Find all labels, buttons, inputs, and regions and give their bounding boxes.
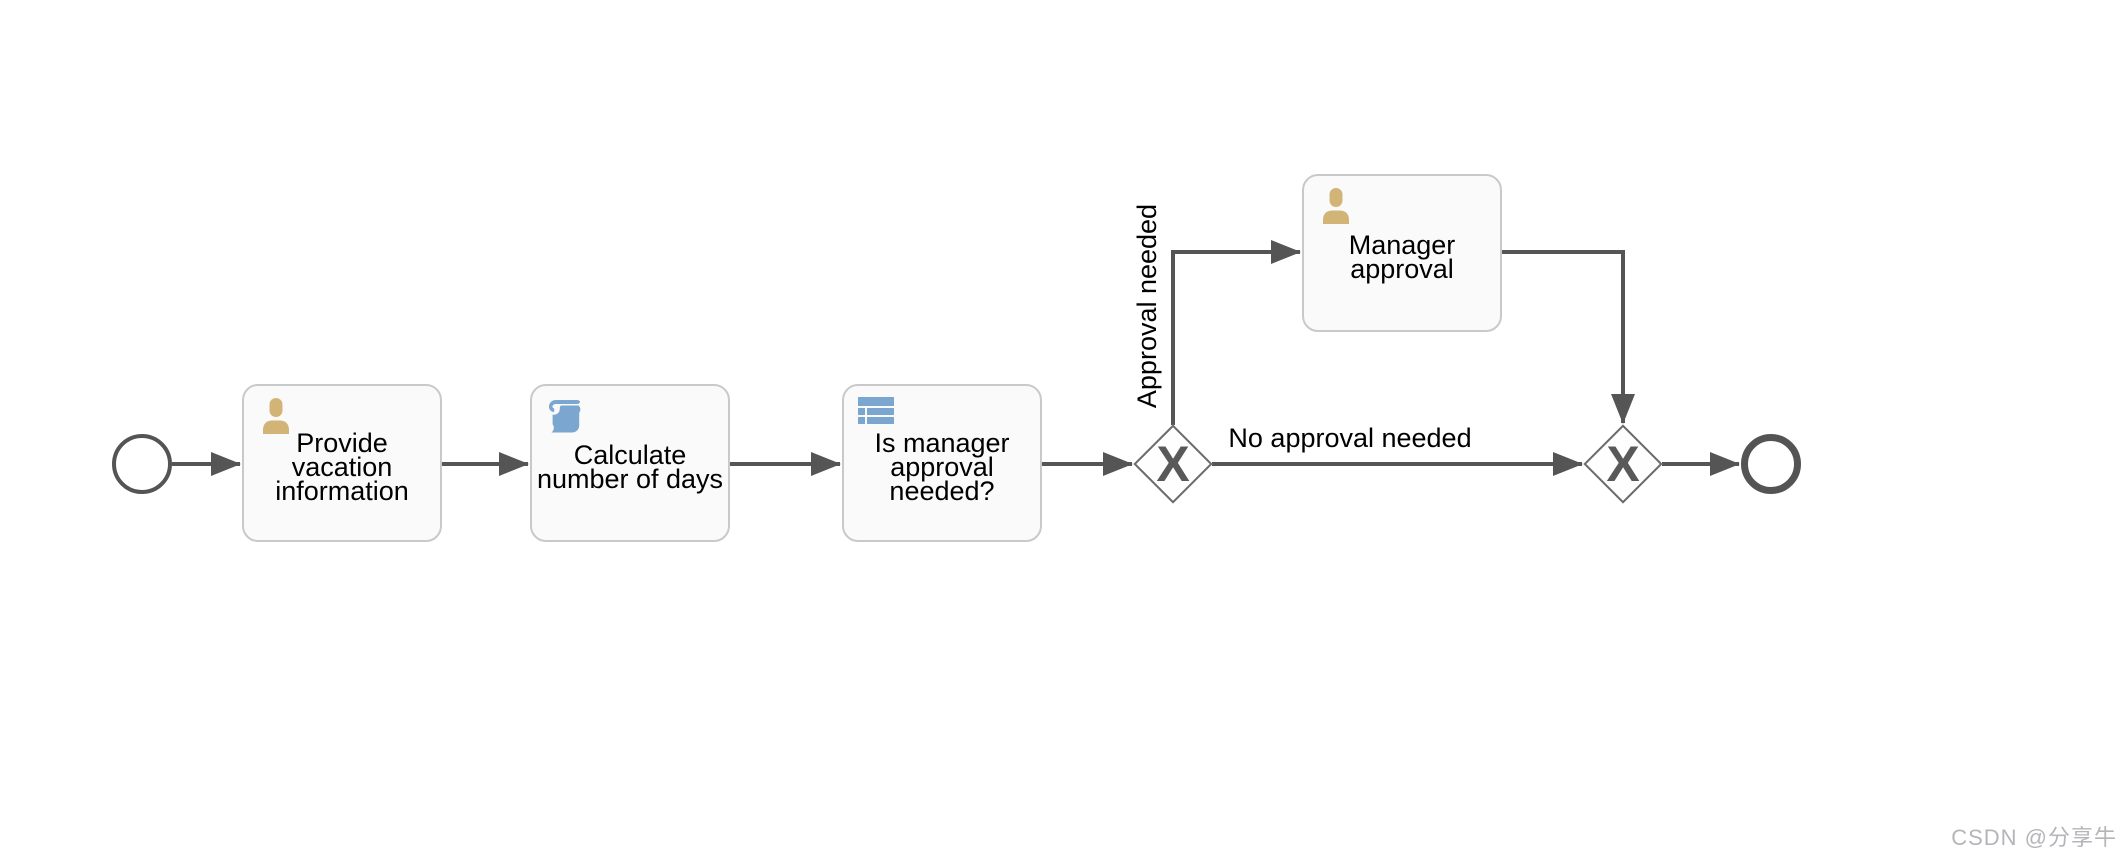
- task-label: Manager approval: [1348, 230, 1456, 284]
- task-label: Is manager approval needed?: [874, 428, 1010, 506]
- task-label: Calculate number of days: [536, 440, 724, 494]
- flow-manager-approval-to-join[interactable]: [1502, 250, 1635, 424]
- flow-label-no-approval-needed[interactable]: No approval needed: [1228, 423, 1472, 453]
- xor-marker: X: [1606, 436, 1640, 492]
- task-manager-approval[interactable]: Manager approval: [1302, 174, 1502, 332]
- flow-approval-needed[interactable]: [1171, 240, 1301, 425]
- xor-marker: X: [1156, 436, 1190, 492]
- script-icon: [549, 400, 581, 433]
- business-rule-table-icon: [858, 397, 894, 424]
- task-provide-vacation-information[interactable]: Provide vacation information: [242, 384, 442, 542]
- flow-label-approval-needed[interactable]: Approval needed: [1132, 203, 1162, 409]
- user-icon: [263, 398, 289, 434]
- end-event[interactable]: [1741, 434, 1801, 494]
- task-label: Provide vacation information: [275, 428, 409, 506]
- start-event[interactable]: [112, 434, 172, 494]
- task-is-manager-approval-needed[interactable]: Is manager approval needed?: [842, 384, 1042, 542]
- csdn-watermark: CSDN @分享牛: [1951, 825, 2117, 850]
- task-calculate-number-of-days[interactable]: Calculate number of days: [530, 384, 730, 542]
- user-icon: [1323, 188, 1349, 224]
